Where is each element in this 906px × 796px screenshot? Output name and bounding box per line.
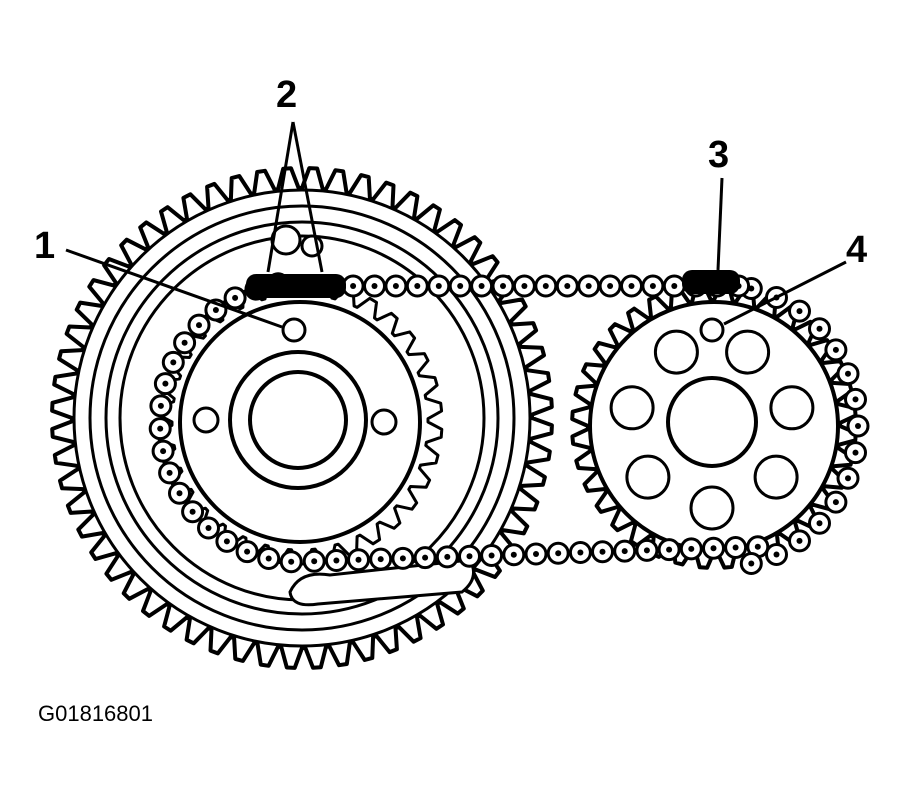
chain-link [458,544,481,568]
chain-link [491,274,515,298]
chain-link [470,274,494,298]
chain-link [765,543,788,566]
chain-link [534,274,558,298]
chain-link [215,529,239,553]
chain-link [324,549,348,572]
figure-id: G01816801 [38,701,153,726]
chain-link [405,274,429,298]
chain-link [546,541,570,565]
chain-link [824,490,848,514]
lightening-hole [689,485,735,531]
chain-link [679,537,703,561]
chain-link [413,546,437,570]
chain-link [148,417,172,441]
chain-link [448,274,472,298]
chain-link [427,274,451,298]
chain-guide [288,558,476,607]
chain-link [341,274,365,298]
chain-link [568,541,592,564]
chain-link [347,548,370,572]
chain-link [161,350,185,374]
chain-link [846,414,870,438]
right-lightening-holes [609,329,815,531]
chain-link [302,549,326,573]
lightening-hole [769,385,815,431]
chain-link [635,538,659,562]
callout-4: 4 [846,229,867,271]
chain-link [480,544,504,567]
right-hub-bore [666,376,758,468]
chain-link [598,274,622,298]
chain-link [153,372,177,396]
chain-link [788,299,811,323]
chain-link [235,540,259,564]
chain-link [524,542,548,566]
left-inner-sprocket [156,278,444,566]
right-timing-mark-hole [699,317,725,343]
colored-chain-links [246,270,740,298]
chain-link [844,441,867,465]
left-bolt-hole [370,408,398,436]
chain-link [512,274,536,298]
chain-link [181,500,205,524]
left-timing-mark-hole [281,317,307,343]
chain-link [836,362,860,386]
chain-link [641,274,665,298]
left-hub-bore [248,370,348,470]
chain-link [662,274,686,298]
chain-link [702,536,725,560]
colored-link-right [682,270,740,294]
chain-link [808,317,831,341]
right-sprocket [570,282,858,570]
chain-link [620,274,643,298]
chain-link [788,529,811,553]
callout-1: 1 [34,225,55,267]
chain-link [808,511,831,535]
chain-link [369,547,393,571]
chain-link [363,274,386,298]
chain-link [257,547,281,570]
callout-2: 2 [276,74,297,116]
chain-link [657,538,681,562]
chain-link [149,394,173,418]
left-bolt-hole [192,406,220,434]
callout-3: 3 [708,134,729,176]
chain-link [844,387,867,411]
chain-link [279,550,303,574]
chain-link [613,539,637,563]
lightening-hole [653,329,699,375]
lightening-hole [753,454,799,500]
chain-link [223,286,247,310]
chain-link [502,543,526,567]
chain-link [168,481,191,505]
chain-link [173,331,197,355]
lightening-hole [609,385,655,431]
chain-link [724,536,748,559]
colored-link-left [246,274,346,298]
chain-link [384,274,408,298]
chain-link [187,313,211,337]
chain-link [739,552,763,575]
lightening-hole [725,329,771,375]
chain-link [836,466,860,490]
chain-link [158,461,182,485]
chain-link [435,545,459,569]
chain-link [577,274,601,298]
chain-link [555,274,579,298]
chain-link [591,540,614,564]
leader-lines [65,121,847,329]
chain-link [824,338,848,362]
chain-link [197,516,220,540]
chain-link [151,439,175,463]
lightening-hole [625,454,671,500]
chain-link [391,546,415,570]
